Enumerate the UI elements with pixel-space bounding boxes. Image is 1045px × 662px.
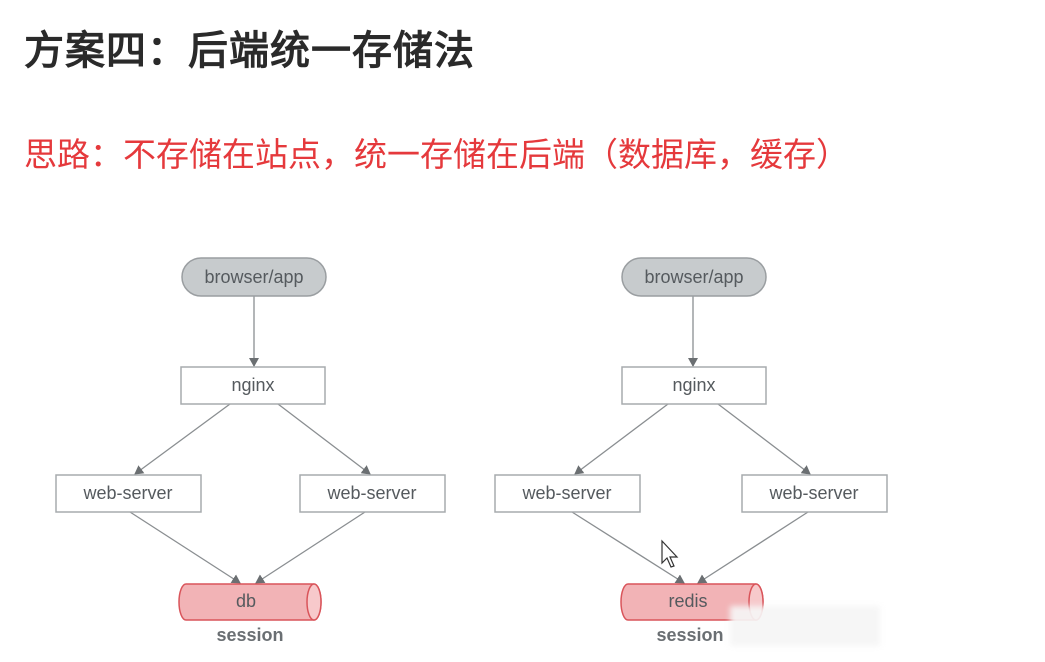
nginx-node: nginx: [621, 366, 767, 405]
edge-nginx-server-1: [134, 403, 231, 475]
web-server-node: web-server: [55, 474, 202, 513]
edge-server-2-store: [255, 511, 366, 584]
web-server-node: web-server: [299, 474, 446, 513]
client-label: browser/app: [644, 267, 743, 287]
store-caption: session: [656, 625, 723, 645]
edge-nginx-server-2: [277, 403, 371, 475]
client-node: browser/app: [181, 257, 327, 297]
web-server-node: web-server: [494, 474, 641, 513]
page-title: 方案四：后端统一存储法: [24, 28, 475, 74]
diagram-db: browser/app nginx web-server web-server …: [55, 257, 446, 645]
web-server-label: web-server: [521, 483, 611, 503]
store-caption: session: [216, 625, 283, 645]
edge-server-1-store: [571, 511, 685, 584]
web-server-label: web-server: [82, 483, 172, 503]
diagram-redis: browser/app nginx web-server web-server …: [494, 257, 888, 645]
idea-text: 思路：不存储在站点，统一存储在后端（数据库，缓存）: [24, 135, 849, 174]
web-server-label: web-server: [768, 483, 858, 503]
nginx-node: nginx: [180, 366, 326, 405]
edge-server-2-store: [697, 511, 809, 584]
edge-server-1-store: [129, 511, 241, 584]
client-node: browser/app: [621, 257, 767, 297]
web-server-node: web-server: [741, 474, 888, 513]
nginx-label: nginx: [231, 375, 274, 395]
store-label: db: [236, 591, 256, 611]
edge-nginx-server-2: [717, 403, 811, 475]
mouse-cursor-icon: [661, 539, 679, 568]
client-label: browser/app: [204, 267, 303, 287]
edge-nginx-server-1: [574, 403, 669, 475]
db-store-node: db: [178, 583, 322, 621]
nginx-label: nginx: [672, 375, 715, 395]
web-server-label: web-server: [326, 483, 416, 503]
store-label: redis: [668, 591, 707, 611]
watermark-blur: [730, 606, 880, 646]
